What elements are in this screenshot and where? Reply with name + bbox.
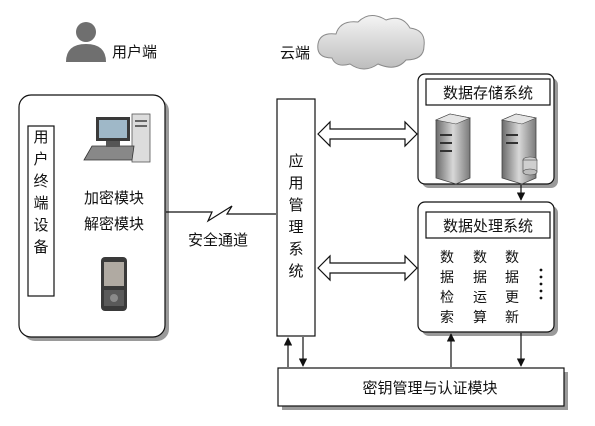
user-side-label: 用户端	[112, 43, 157, 61]
retrieval-label: 数据检索	[440, 250, 454, 326]
user-device-label: 用户终端设备	[33, 128, 48, 256]
app-management-box	[276, 98, 316, 337]
mobile-phone-icon	[101, 257, 127, 311]
storage-system-title-box	[425, 78, 551, 106]
server-icon	[434, 113, 472, 185]
processing-system-label: 数据处理系统	[443, 217, 533, 235]
database-server-icon	[500, 113, 538, 185]
storage-system-label: 数据存储系统	[443, 84, 533, 102]
update-label: 数据更新	[505, 250, 519, 326]
user-device-box	[27, 125, 55, 297]
more-dots	[539, 268, 543, 300]
computation-label: 数据运算	[473, 250, 487, 326]
app-storage-double-arrow	[317, 120, 418, 148]
key-management-label: 密钥管理与认证模块	[362, 379, 497, 397]
cloud-icon	[317, 15, 425, 70]
app-processing-double-arrow	[317, 254, 418, 282]
cloud-side-label: 云端	[280, 44, 310, 62]
computer-icon	[83, 113, 151, 163]
app-management-label: 应用管理系统	[288, 152, 303, 280]
secure-channel-label: 安全通道	[188, 231, 248, 249]
user-icon	[66, 22, 106, 62]
key-management-box	[277, 367, 565, 407]
decrypt-module-label: 解密模块	[84, 215, 144, 233]
encrypt-module-label: 加密模块	[84, 189, 144, 207]
processing-system-title-box	[425, 211, 551, 239]
secure-channel-line	[166, 205, 276, 223]
